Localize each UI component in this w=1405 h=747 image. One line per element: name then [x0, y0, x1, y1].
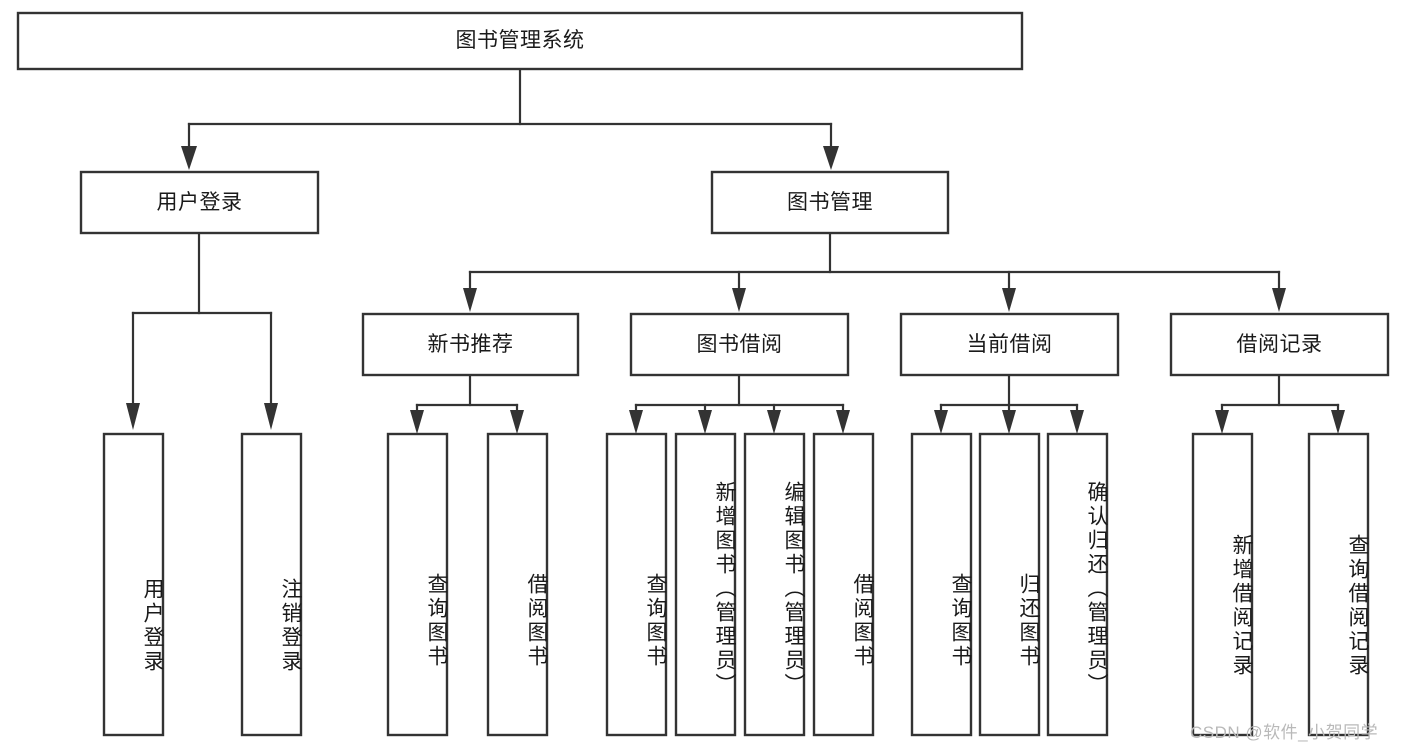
arrow-head-bookborrow-leaf-1 — [629, 410, 643, 434]
arrow-head-bookborrow-leaf-2 — [698, 410, 712, 434]
connector-group-book-manage — [463, 231, 1286, 312]
node-box-leaf-new-book-2[interactable] — [486, 432, 549, 737]
arrow-head-to-user-login — [181, 146, 197, 170]
arrow-head-borrowrecord-leaf-2 — [1331, 410, 1345, 434]
connector-group-current-borrow — [934, 373, 1084, 434]
node-box-leaf-borrow-record-1[interactable] — [1191, 432, 1254, 737]
arrow-head-bookborrow-leaf-4 — [836, 410, 850, 434]
node-box-leaf-new-book-1[interactable] — [386, 432, 449, 737]
node-box-leaf-current-borrow-2[interactable] — [978, 432, 1041, 737]
node-box-leaf-current-borrow-1[interactable] — [910, 432, 973, 737]
node-box-leaf-book-borrow-3[interactable] — [743, 432, 806, 737]
node-box-leaf-user-login-2[interactable] — [240, 432, 303, 737]
node-box-leaf-book-borrow-4[interactable] — [812, 432, 875, 737]
arrow-head-to-borrow-record — [1272, 288, 1286, 312]
node-box-book-borrow[interactable] — [629, 312, 850, 377]
arrow-head-to-new-book — [463, 288, 477, 312]
connector-group-user-login — [126, 231, 278, 430]
connector-group-book-borrow — [629, 373, 850, 434]
arrow-head-currentborrow-leaf-3 — [1070, 410, 1084, 434]
connector-group-new-book — [410, 373, 524, 434]
node-box-borrow-record[interactable] — [1169, 312, 1390, 377]
node-box-leaf-current-borrow-3[interactable] — [1046, 432, 1109, 737]
node-box-leaf-user-login-1[interactable] — [102, 432, 165, 737]
watermark-text: CSDN @软件_小贺同学 — [1190, 723, 1379, 742]
arrow-head-currentborrow-leaf-1 — [934, 410, 948, 434]
node-box-leaf-book-borrow-2[interactable] — [674, 432, 737, 737]
arrow-head-borrowrecord-leaf-1 — [1215, 410, 1229, 434]
arrow-head-to-current-borrow — [1002, 288, 1016, 312]
connector-group-root — [181, 67, 839, 170]
arrow-head-userlogin-leaf-1 — [126, 403, 140, 430]
node-box-user-login[interactable] — [79, 170, 320, 235]
node-box-leaf-borrow-record-2[interactable] — [1307, 432, 1370, 737]
node-box-current-borrow[interactable] — [899, 312, 1120, 377]
node-box-new-book-recommend[interactable] — [361, 312, 580, 377]
arrow-head-to-book-borrow — [732, 288, 746, 312]
arrow-head-newbook-leaf-1 — [410, 410, 424, 434]
node-box-root-system[interactable] — [16, 11, 1024, 71]
arrow-head-currentborrow-leaf-2 — [1002, 410, 1016, 434]
connector-group-borrow-record — [1215, 373, 1345, 434]
arrow-head-bookborrow-leaf-3 — [767, 410, 781, 434]
arrow-head-to-book-manage — [823, 146, 839, 170]
arrow-head-newbook-leaf-2 — [510, 410, 524, 434]
node-box-book-manage[interactable] — [710, 170, 950, 235]
arrow-head-userlogin-leaf-2 — [264, 403, 278, 430]
node-box-leaf-book-borrow-1[interactable] — [605, 432, 668, 737]
